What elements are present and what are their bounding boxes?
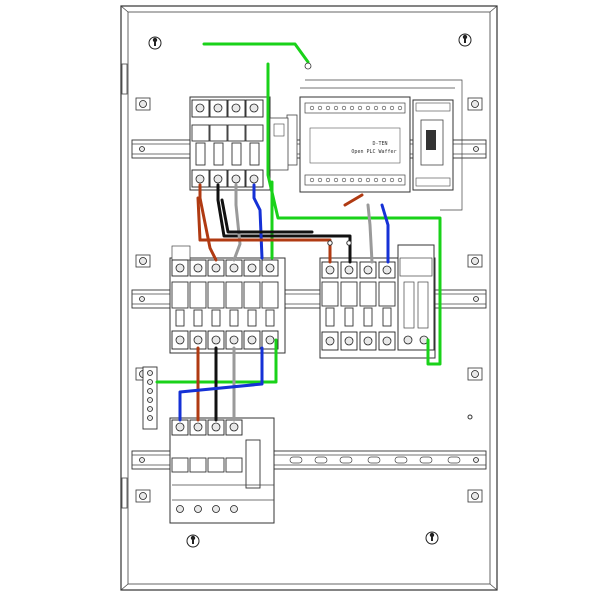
brown-wire [198, 183, 218, 262]
enclosure-inner [127, 11, 491, 585]
plc-model-label: D-TEN [372, 141, 387, 147]
earth-terminal-strip [142, 366, 158, 430]
hinge-icon [121, 63, 128, 95]
breaker-block-right [319, 244, 436, 359]
breaker-block-bottom [169, 417, 275, 524]
wire-terminal-dot [346, 240, 352, 246]
screw-icon [135, 97, 151, 111]
cable-duct-outline [305, 79, 463, 211]
blue-wire [380, 203, 390, 264]
green-wire [266, 62, 442, 272]
screw-icon [467, 97, 483, 111]
grey-wire [232, 183, 242, 262]
plc-module: D-TEN Open PLC Waffer [299, 96, 454, 193]
brown-wire [196, 196, 332, 264]
breaker-block-left [169, 245, 286, 354]
keyhole-icon [458, 33, 472, 47]
green-wire [202, 42, 310, 64]
wires [155, 42, 442, 422]
brown-wire [343, 193, 364, 207]
black-wire [220, 198, 314, 234]
screw-icon [467, 367, 483, 381]
plc-subtitle-label: Open PLC Waffer [351, 149, 396, 155]
screw-icon [467, 254, 483, 268]
blue-wire [178, 346, 264, 422]
screw-icon [467, 414, 473, 420]
hinge-icon [121, 477, 128, 509]
screw-icon [135, 489, 151, 503]
keyhole-icon [148, 36, 162, 50]
keyhole-icon [186, 534, 200, 548]
plc-mount-bracket [286, 114, 298, 166]
grey-wire [366, 203, 374, 264]
blue-wire [252, 183, 264, 260]
wire-terminal-dot [327, 240, 333, 246]
main-breaker-4-pole [189, 96, 289, 191]
keyhole-icon [425, 531, 439, 545]
screw-icon [135, 254, 151, 268]
earth-point [304, 62, 312, 70]
screw-icon [467, 489, 483, 503]
green-wire [426, 268, 442, 366]
